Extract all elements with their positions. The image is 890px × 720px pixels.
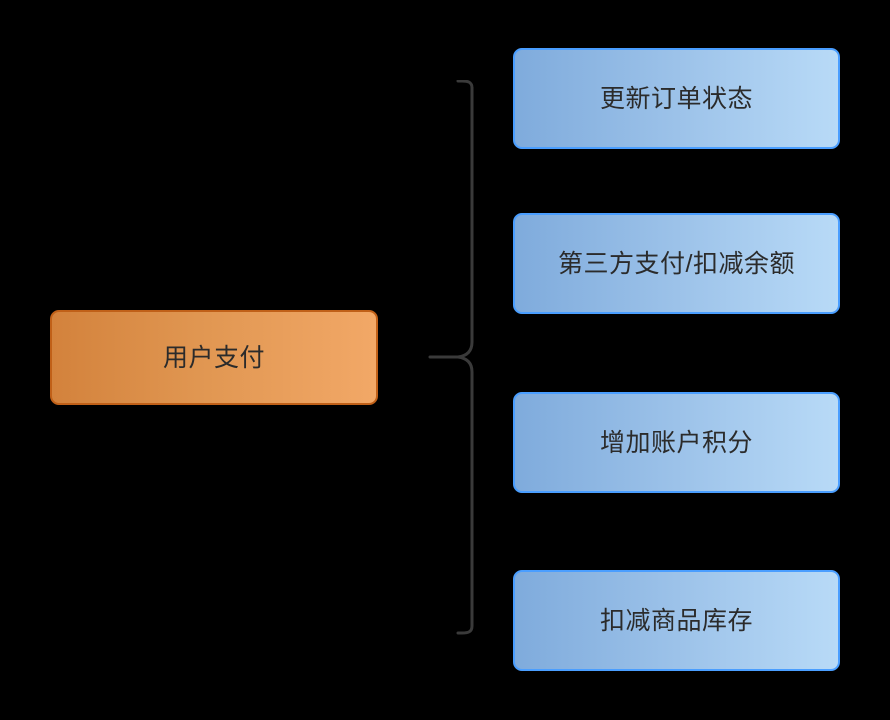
node-deduct-product-inventory[interactable]: 扣减商品库存 — [513, 570, 840, 671]
node-update-order-status[interactable]: 更新订单状态 — [513, 48, 840, 149]
node-target-3-label: 扣减商品库存 — [599, 606, 753, 635]
curly-brace-icon — [428, 80, 474, 635]
node-add-account-points[interactable]: 增加账户积分 — [513, 392, 840, 493]
node-thirdparty-payment-deduct-balance[interactable]: 第三方支付/扣减余额 — [513, 213, 840, 314]
node-user-payment[interactable]: 用户支付 — [50, 310, 378, 405]
node-target-0-label: 更新订单状态 — [599, 84, 753, 113]
node-source-label: 用户支付 — [162, 343, 265, 372]
node-target-1-label: 第三方支付/扣减余额 — [558, 249, 795, 278]
node-target-2-label: 增加账户积分 — [599, 428, 753, 457]
